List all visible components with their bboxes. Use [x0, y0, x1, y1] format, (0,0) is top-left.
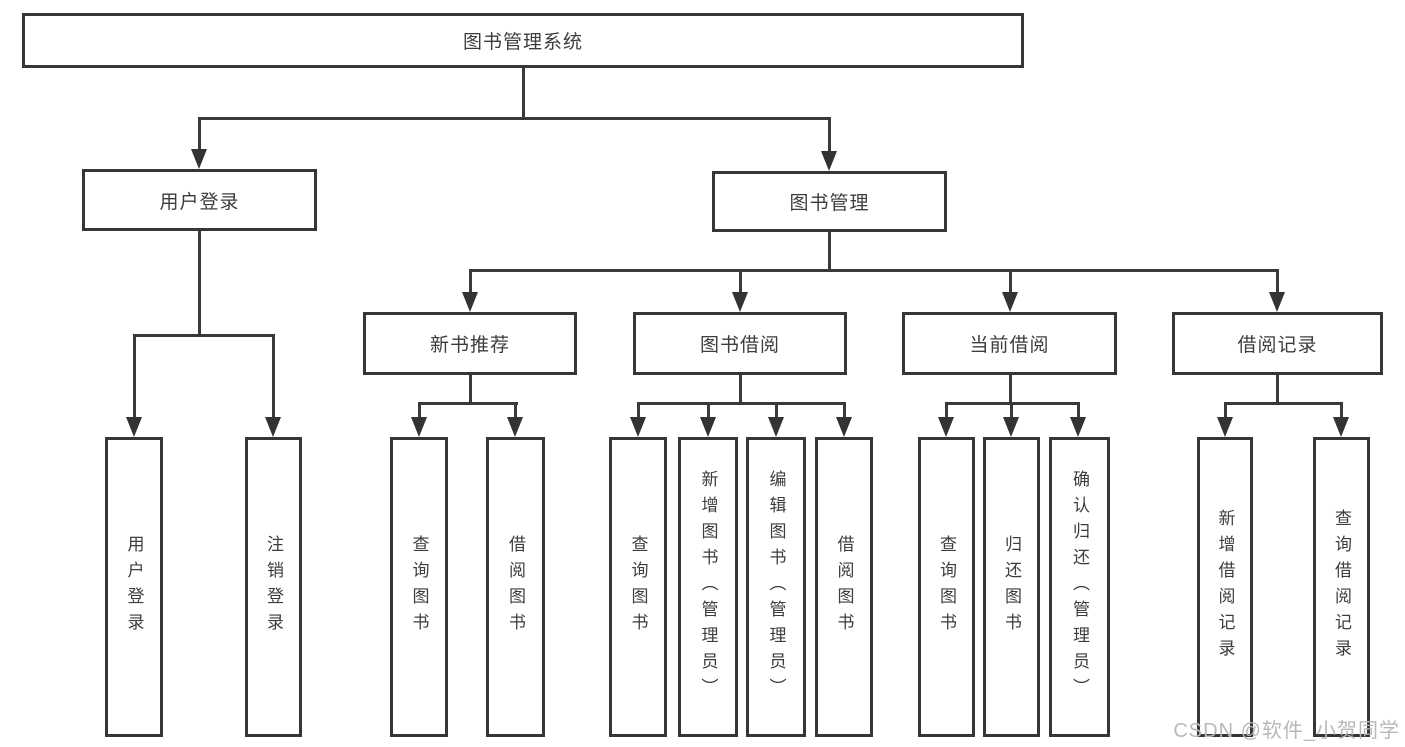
node-new-book-recommend: 新书推荐: [363, 312, 577, 375]
leaf-return-books: 归还图书: [983, 437, 1040, 737]
connector-book-mgmt-down: [828, 232, 831, 272]
connector-g3c1: [637, 402, 640, 422]
connector-g4c1: [945, 402, 948, 422]
arrow-down-icon: [126, 417, 142, 437]
connector-to-new-books: [469, 269, 472, 299]
connector-user-login-bus: [133, 334, 275, 337]
connector-g2-bus: [418, 402, 518, 405]
node-user-login: 用户登录: [82, 169, 317, 231]
arrow-down-icon: [1002, 292, 1018, 312]
arrow-down-icon: [821, 151, 837, 171]
arrow-down-icon: [411, 417, 427, 437]
arrow-down-icon: [507, 417, 523, 437]
connector-g5c1: [1224, 402, 1227, 422]
node-book-borrowing: 图书借阅: [633, 312, 847, 375]
connector-to-user-login: [198, 117, 201, 157]
leaf-logout: 注销登录: [245, 437, 302, 737]
arrow-down-icon: [462, 292, 478, 312]
connector-g1c1: [133, 334, 136, 422]
arrow-down-icon: [1217, 417, 1233, 437]
connector-g2c1: [418, 402, 421, 422]
connector-book-borrow-down: [739, 375, 742, 405]
connector-current-borrow-down: [1009, 375, 1012, 405]
connector-root-down: [522, 68, 525, 120]
arrow-down-icon: [265, 417, 281, 437]
node-library-management-system: 图书管理系统: [22, 13, 1024, 68]
node-borrow-records: 借阅记录: [1172, 312, 1383, 375]
leaf-query-books-3: 查询图书: [918, 437, 975, 737]
leaf-borrow-books-2: 借阅图书: [815, 437, 873, 737]
connector-borrow-records-down: [1276, 375, 1279, 405]
connector-g3c2: [707, 402, 710, 422]
connector-g3-bus: [637, 402, 846, 405]
arrow-down-icon: [938, 417, 954, 437]
connector-g4c3: [1077, 402, 1080, 422]
connector-g2c2: [514, 402, 517, 422]
arrow-down-icon: [836, 417, 852, 437]
leaf-query-books-2: 查询图书: [609, 437, 667, 737]
leaf-confirm-return-admin: 确认归还（管理员）: [1049, 437, 1110, 737]
arrow-down-icon: [630, 417, 646, 437]
csdn-watermark: CSDN @软件_小贺同学: [1173, 720, 1400, 742]
leaf-user-login: 用户登录: [105, 437, 163, 737]
node-book-management: 图书管理: [712, 171, 947, 232]
connector-g1c2: [272, 334, 275, 422]
connector-to-borrow-records: [1276, 269, 1279, 299]
leaf-add-books-admin: 新增图书（管理员）: [678, 437, 738, 737]
connector-level3-bus: [469, 269, 1279, 272]
leaf-query-borrow-record: 查询借阅记录: [1313, 437, 1370, 737]
arrow-down-icon: [1269, 292, 1285, 312]
connector-to-current-borrow: [1009, 269, 1012, 299]
leaf-edit-books-admin: 编辑图书（管理员）: [746, 437, 806, 737]
arrow-down-icon: [1003, 417, 1019, 437]
arrow-down-icon: [1070, 417, 1086, 437]
connector-to-book-mgmt: [828, 117, 831, 159]
connector-g4c2: [1010, 402, 1013, 422]
connector-to-book-borrow: [739, 269, 742, 299]
arrow-down-icon: [1333, 417, 1349, 437]
connector-user-login-down: [198, 231, 201, 337]
connector-g5-bus: [1224, 402, 1343, 405]
connector-new-books-down: [469, 375, 472, 405]
leaf-query-books-1: 查询图书: [390, 437, 448, 737]
connector-g5c2: [1340, 402, 1343, 422]
connector-g3c3: [775, 402, 778, 422]
arrow-down-icon: [768, 417, 784, 437]
arrow-down-icon: [700, 417, 716, 437]
arrow-down-icon: [191, 149, 207, 169]
connector-level1-bus: [198, 117, 831, 120]
connector-g3c4: [843, 402, 846, 422]
arrow-down-icon: [732, 292, 748, 312]
leaf-add-borrow-record: 新增借阅记录: [1197, 437, 1253, 737]
leaf-borrow-books-1: 借阅图书: [486, 437, 545, 737]
node-current-borrowing: 当前借阅: [902, 312, 1117, 375]
